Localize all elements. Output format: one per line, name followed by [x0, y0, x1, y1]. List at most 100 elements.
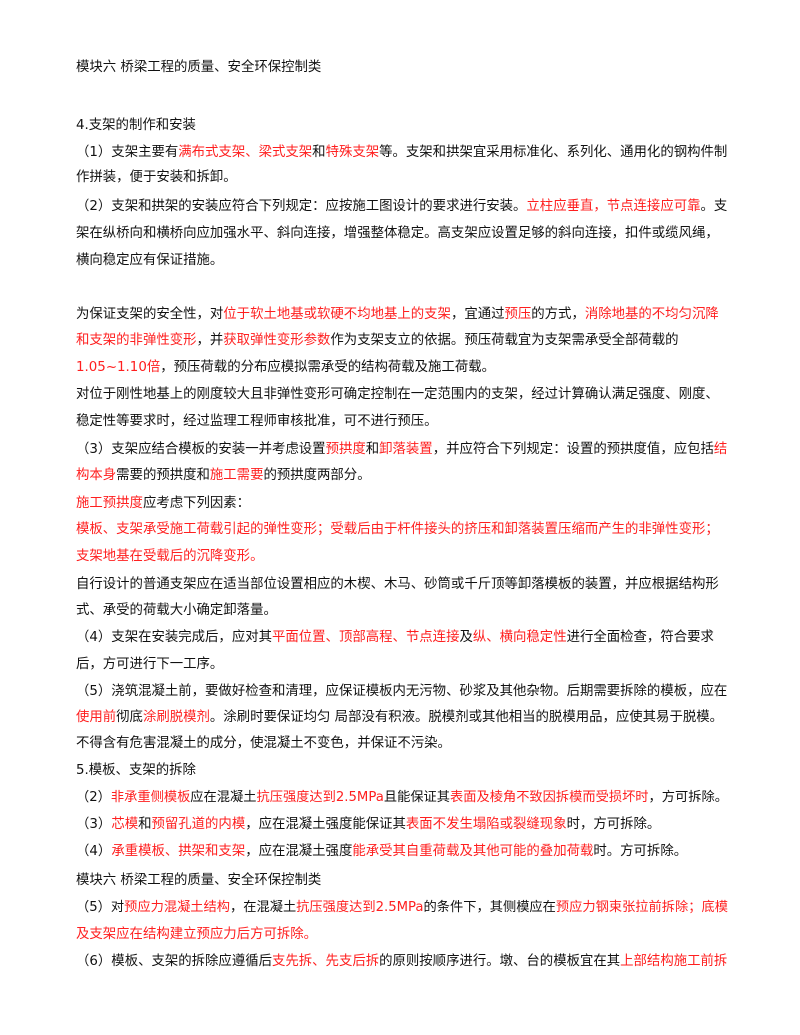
highlighted-text: 支先拆、先支后拆	[272, 954, 380, 969]
body-text: 需要的预拱度和	[116, 468, 210, 483]
body-text: 对位于刚性地基上的刚度较大且非弹性变形可确定控制在一定范围内的支架，经过计算确认…	[76, 387, 719, 402]
body-text: 和	[312, 145, 326, 160]
body-text: 的原则按顺序进行。墩、台的模板宜在其	[379, 954, 621, 969]
highlighted-text: 芯模	[111, 817, 139, 832]
highlighted-text: 表面不发生塌陷或裂缝现象	[405, 817, 567, 832]
highlighted-text: 抗压强度达到2.5MPa	[256, 790, 384, 805]
highlighted-text: 模板、支架承受施工荷载引起的弹性变形；受载后由于杆件接头的挤压和卸落装置压缩而产…	[76, 522, 719, 537]
body-text: 的预拱度两部分。	[263, 468, 371, 483]
highlighted-text: 表面及棱角不致因拆模而受损坏时	[450, 790, 649, 805]
body-text: 和	[365, 442, 380, 457]
highlighted-text: 施工预拱度	[76, 496, 143, 511]
body-text: 架在纵桥向和横桥向应加强水平、斜向连接，增强整体稳定。高支架应设置足够的斜向连接…	[76, 226, 719, 241]
body-text: （2）	[76, 790, 111, 805]
body-text: ，预压荷载的分布应模拟需承受的结构荷载及施工荷载。	[160, 360, 496, 375]
text-line: （2）非承重侧模板应在混凝土抗压强度达到2.5MPa且能保证其表面及棱角不致因拆…	[76, 788, 728, 808]
highlighted-text: 预拱度	[325, 442, 366, 457]
text-line: （2）支架和拱架的安装应符合下列规定：应按施工图设计的要求进行安装。立柱应垂直，…	[76, 197, 727, 217]
text-line: （1）支架主要有满布式支架、梁式支架和特殊支架等。支架和拱架宜采用标准化、系列化…	[76, 143, 727, 163]
text-line: 后，方可进行下一工序。	[76, 655, 223, 675]
highlighted-text: 预留孔道的内模	[151, 817, 246, 832]
highlighted-text: 承重模板、拱架和支架	[111, 844, 246, 859]
body-text: （5）浇筑混凝土前，要做好检查和清理，应保证模板内无污物、砂浆及其他杂物。后期需…	[76, 684, 728, 699]
text-line: （3）芯模和预留孔道的内模，应在混凝土强度能保证其表面不发生塌陷或裂缝现象时，方…	[76, 815, 660, 835]
highlighted-text: 卸落装置	[379, 442, 433, 457]
body-text: 等。支架和拱架宜采用标准化、系列化、通用化的钢构件制	[379, 145, 728, 160]
text-line: 4.支架的制作和安装	[76, 116, 196, 136]
body-text: 模块六 桥梁工程的质量、安全环保控制类	[76, 60, 322, 75]
body-text: 作拼装，便于安装和拆卸。	[76, 170, 237, 185]
highlighted-text: 预应力钢束张拉前拆除；底模	[555, 900, 728, 915]
highlighted-text: 使用前	[76, 710, 117, 725]
text-line: 不得含有危害混凝土的成分，使混凝土不变色，并保证不污染。	[76, 734, 451, 754]
text-line: 模板、支架承受施工荷载引起的弹性变形；受载后由于杆件接头的挤压和卸落装置压缩而产…	[76, 520, 719, 540]
highlighted-text: 预应力混凝土结构	[124, 900, 230, 915]
highlighted-text: 能承受其自重荷载及其他可能的叠加荷载	[352, 844, 594, 859]
highlighted-text: 涂刷脱模剂	[142, 710, 210, 725]
body-text: 后，方可进行下一工序。	[76, 657, 224, 672]
highlighted-text: 特殊支架	[325, 145, 380, 160]
body-text: （3）	[76, 817, 112, 832]
body-text: 应考虑下列因素：	[142, 496, 251, 511]
body-text: （2）支架和拱架的安装应符合下列规定：应按施工图设计的要求进行安装。	[76, 199, 527, 214]
text-line: 横向稳定应有保证措施。	[76, 251, 223, 271]
body-text: （5）对	[76, 900, 125, 915]
highlighted-text: 抗压强度达到	[296, 900, 376, 915]
text-line: （5）对预应力混凝土结构，在混凝土抗压强度达到2.5MPa的条件下，其侧模应在预…	[76, 898, 728, 918]
body-text: 稳定性等要求时，经过监理工程师审核批准，可不进行预压。	[76, 414, 438, 429]
highlighted-text: 消除地基的不均匀沉降	[584, 307, 719, 322]
body-text: ，并应符合下列规定：设置的预拱度值，应包括	[432, 442, 714, 457]
body-text: 作为支架支立的依据。预压荷载宜为支架需承受全部荷载的	[330, 333, 679, 348]
body-text: （4）	[76, 844, 112, 859]
text-line: （5）浇筑混凝土前，要做好检查和清理，应保证模板内无污物、砂浆及其他杂物。后期需…	[76, 682, 727, 702]
highlighted-text: 满布式支架、梁式支架	[178, 145, 313, 160]
body-text: 和	[138, 817, 152, 832]
body-text: 5.模板、支架的拆除	[76, 763, 196, 778]
highlighted-text: 1.05~1.10倍	[76, 360, 161, 375]
highlighted-text: 位于软土地基或软硬不均地基上的支架	[223, 307, 451, 322]
highlighted-text: 上部结构施工前拆	[620, 954, 728, 969]
text-line: （3）支架应结合模板的安装一并考虑设置预拱度和卸落装置，并应符合下列规定：设置的…	[76, 440, 727, 460]
highlighted-text: 获取弹性变形参数	[223, 333, 331, 348]
text-line: 支架地基在受载后的沉降变形。	[76, 547, 263, 567]
highlighted-text: 纵、横向稳定性	[472, 630, 567, 645]
body-text: 时，方可拆除。	[566, 817, 661, 832]
body-text: ，在混凝土	[230, 900, 297, 915]
highlighted-text: 和支架的非弹性变形	[76, 333, 197, 348]
body-text: ，并	[196, 333, 224, 348]
body-text: 时。方可拆除。	[593, 844, 688, 859]
text-line: （4）支架在安装完成后，应对其平面位置、顶部高程、节点连接及纵、横向稳定性进行全…	[76, 628, 714, 648]
text-line: （6）模板、支架的拆除应遵循后支先拆、先支后拆的原则按顺序进行。墩、台的模板宜在…	[76, 952, 727, 972]
text-line: 模块六 桥梁工程的质量、安全环保控制类	[76, 871, 321, 891]
body-text: （6）模板、支架的拆除应遵循后	[76, 954, 272, 969]
body-text: （1）支架主要有	[76, 145, 179, 160]
text-line: 为保证支架的安全性，对位于软土地基或软硬不均地基上的支架，宜通过预压的方式，消除…	[76, 305, 719, 325]
text-line: 使用前彻底涂刷脱模剂。涂刷时要保证均匀 局部没有积液。脱模剂或其他相当的脱模用品…	[76, 708, 723, 728]
body-text: 进行全面检查，符合要求	[566, 630, 714, 645]
highlighted-text: 及支架应在结构建立预应力后方可拆除。	[76, 927, 318, 942]
highlighted-text: 2.5MPa	[375, 900, 424, 915]
highlighted-text: 非承重侧模板	[110, 790, 191, 805]
body-text: 式、承受的荷载大小确定卸落量。	[76, 603, 277, 618]
body-text: 的方式，	[531, 307, 585, 322]
body-text: 彻底	[116, 710, 143, 725]
body-text: 且能保证其	[383, 790, 451, 805]
body-text: 模块六 桥梁工程的质量、安全环保控制类	[76, 873, 322, 888]
text-line: （4）承重模板、拱架和支架，应在混凝土强度能承受其自重荷载及其他可能的叠加荷载时…	[76, 842, 687, 862]
body-text: （4）支架在安装完成后，应对其	[76, 630, 272, 645]
text-line: 及支架应在结构建立预应力后方可拆除。	[76, 925, 317, 945]
text-line: 架在纵桥向和横桥向应加强水平、斜向连接，增强整体稳定。高支架应设置足够的斜向连接…	[76, 224, 719, 244]
text-line: 式、承受的荷载大小确定卸落量。	[76, 601, 277, 621]
highlighted-text: 结	[713, 442, 728, 457]
highlighted-text: 支架地基在受载后的沉降变形。	[76, 549, 264, 564]
body-text: 横向稳定应有保证措施。	[76, 253, 224, 268]
highlighted-text: 施工需要	[209, 468, 264, 483]
body-text: ，应在混凝土强度能保证其	[245, 817, 406, 832]
highlighted-text: 预压	[504, 307, 532, 322]
text-line: 模块六 桥梁工程的质量、安全环保控制类	[76, 58, 321, 78]
body-text: 自行设计的普通支架应在适当部位设置相应的木楔、木马、砂筒或千斤顶等卸落模板的装置…	[76, 577, 719, 592]
text-line: 构本身需要的预拱度和施工需要的预拱度两部分。	[76, 466, 371, 486]
text-line: 自行设计的普通支架应在适当部位设置相应的木楔、木马、砂筒或千斤顶等卸落模板的装置…	[76, 575, 719, 595]
highlighted-text: 立柱应垂直，节点连接应可靠	[526, 199, 701, 214]
body-text: 。涂刷时要保证均匀 局部没有积液。脱模剂或其他相当的脱模用品，应使其易于脱模。	[209, 710, 724, 725]
